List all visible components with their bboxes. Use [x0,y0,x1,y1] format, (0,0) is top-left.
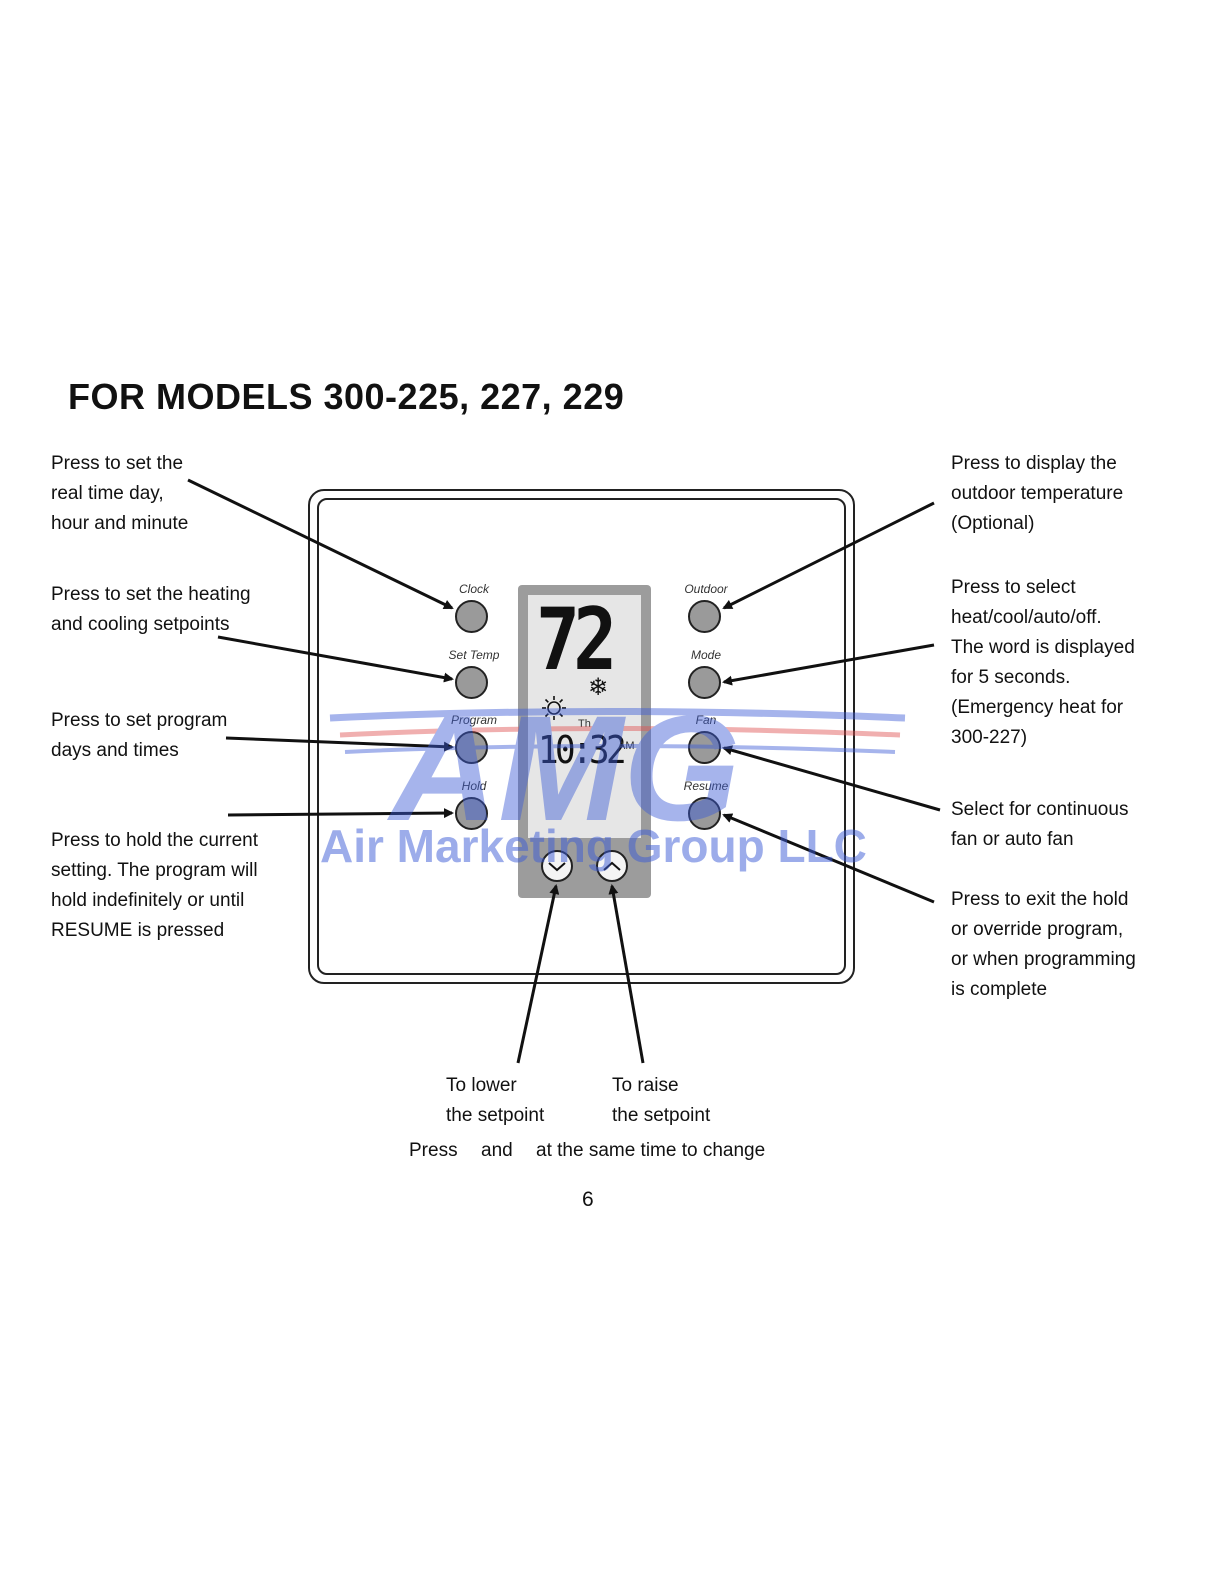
callout-mode: Press to select heat/cool/auto/off. The … [951,577,1135,748]
hold-button-label: Hold [461,779,487,793]
callout-resume: Press to exit the hold or override progr… [951,889,1136,1000]
resume-button-label: Resume [683,779,729,793]
clock-button[interactable] [455,600,488,633]
fan-button-label: Fan [695,713,717,727]
up-arrow-button[interactable] [596,850,628,882]
down-arrow-button[interactable] [541,850,573,882]
callout-fan: Select for continuous fan or auto fan [951,799,1129,850]
set-temp-button-label: Set Temp [448,648,500,662]
bottom-note: Press and at the same time to change [409,1140,765,1162]
callout-hold: Press to hold the current setting. The p… [51,830,258,941]
leader-hold [227,808,454,819]
set-temp-button[interactable] [455,666,488,699]
leader-set-temp [217,635,454,683]
lcd-screen [528,595,641,838]
down-arrow-icon [548,862,566,872]
resume-button[interactable] [688,797,721,830]
callout-set-temp: Press to set the heating and cooling set… [51,584,251,635]
callout-outdoor: Press to display the outdoor temperature… [951,453,1124,534]
thermostat-inner-frame [317,498,846,975]
lcd-ampm: AM [618,740,635,752]
clock-button-label: Clock [458,582,489,596]
leader-mode [722,643,935,686]
leader-outdoor [722,501,935,610]
page-number: 6 [582,1188,594,1211]
hold-button[interactable] [455,797,488,830]
lcd-temperature: 72 [536,590,617,690]
callout-lower: To lower the setpoint [446,1075,545,1126]
mode-button-label: Mode [690,648,722,662]
lcd-day: Th [578,718,591,730]
fan-button[interactable] [688,731,721,764]
leader-lower [516,884,560,1064]
bottom-note-press: Press [409,1140,458,1161]
up-arrow-icon [603,861,621,871]
lcd-time: 10:32 [538,728,627,772]
leader-clock [187,478,454,610]
callout-raise: To raise the setpoint [612,1075,711,1126]
outdoor-button-label: Outdoor [684,582,728,596]
outdoor-button[interactable] [688,600,721,633]
leader-raise [608,884,645,1064]
thermostat-outer-frame [308,489,855,984]
sun-icon [542,696,566,720]
callout-clock: Press to set the real time day, hour and… [51,453,189,534]
callout-program: Press to set program days and times [51,710,228,761]
leader-fan [722,745,941,812]
mode-button[interactable] [688,666,721,699]
snowflake-icon: ❄ [588,674,609,701]
program-button[interactable] [455,731,488,764]
leader-resume [722,813,935,904]
page-title: FOR MODELS 300-225, 227, 229 [68,376,625,417]
bottom-note-and: and [481,1140,513,1161]
leader-program [225,736,454,752]
bottom-note-rest: at the same time to change [536,1140,766,1161]
program-button-label: Program [450,713,497,727]
